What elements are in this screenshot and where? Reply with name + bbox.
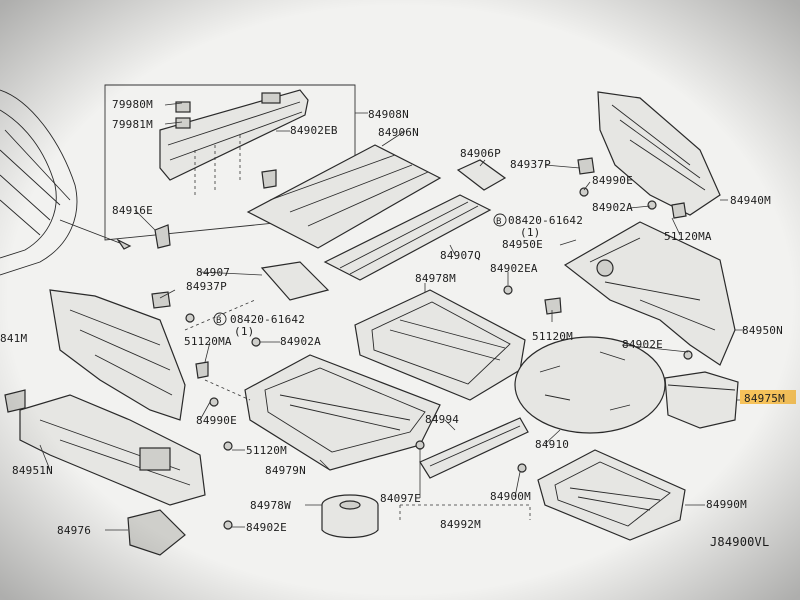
label-84979n[interactable]: 84979N [265, 464, 306, 477]
label-84902eb[interactable]: 84902EB [290, 124, 338, 137]
label-84976[interactable]: 84976 [57, 524, 91, 537]
label-08420-qty-lower: (1) [234, 325, 254, 338]
front-tray [537, 449, 686, 541]
spare-tire-cover [514, 336, 666, 434]
sill-trim [419, 417, 529, 479]
label-51120m-right[interactable]: 51120M [532, 330, 573, 343]
label-84978w[interactable]: 84978W [250, 499, 291, 512]
label-84908n[interactable]: 84908N [368, 108, 409, 121]
label-84975m[interactable]: 84975M [744, 392, 785, 405]
label-84950e[interactable]: 84950E [502, 238, 543, 251]
label-84907[interactable]: 84907 [196, 266, 230, 279]
b-marker-upper: B [493, 213, 507, 227]
label-84906p[interactable]: 84906P [460, 147, 501, 160]
label-84951n[interactable]: 84951N [12, 464, 53, 477]
floor-boards [246, 144, 507, 301]
storage-box [664, 371, 739, 429]
vehicle-body-outline [0, 89, 132, 276]
label-84950n[interactable]: 84950N [742, 324, 783, 337]
label-51120ma-left[interactable]: 51120MA [184, 335, 232, 348]
label-841m[interactable]: 841M [0, 332, 27, 345]
label-84097e[interactable]: 84097E [380, 492, 421, 505]
label-84900m[interactable]: 84900M [490, 490, 531, 503]
small-bracket [127, 509, 186, 556]
label-84902ea[interactable]: 84902EA [490, 262, 538, 275]
label-84994[interactable]: 84994 [425, 413, 459, 426]
label-84990e-upper[interactable]: 84990E [592, 174, 633, 187]
label-84937p-upper[interactable]: 84937P [510, 158, 551, 171]
label-84902a-lower[interactable]: 84902A [280, 335, 321, 348]
label-84916e[interactable]: 84916E [112, 204, 153, 217]
label-84902e-right[interactable]: 84902E [622, 338, 663, 351]
b-marker-upper-text: B [496, 217, 502, 227]
label-84990m[interactable]: 84990M [706, 498, 747, 511]
label-84907q[interactable]: 84907Q [440, 249, 481, 262]
label-51120m-left[interactable]: 51120M [246, 444, 287, 457]
right-upper-trim [577, 91, 721, 219]
label-84906n[interactable]: 84906N [378, 126, 419, 139]
label-84902e-lower[interactable]: 84902E [246, 521, 287, 534]
label-84910[interactable]: 84910 [535, 438, 569, 451]
label-79980m[interactable]: 79980M [112, 98, 153, 111]
b-marker-lower-text: B [216, 316, 222, 326]
label-79981m[interactable]: 79981M [112, 118, 153, 131]
round-foam-block [321, 494, 379, 539]
label-84937p-lower[interactable]: 84937P [186, 280, 227, 293]
label-84902a-upper[interactable]: 84902A [592, 201, 633, 214]
label-84978m[interactable]: 84978M [415, 272, 456, 285]
diagram-id: J84900VL [710, 535, 769, 549]
label-51120ma-right[interactable]: 51120MA [664, 230, 712, 243]
label-84940m[interactable]: 84940M [730, 194, 771, 207]
label-84990e-lower[interactable]: 84990E [196, 414, 237, 427]
label-84992m[interactable]: 84992M [440, 518, 481, 531]
